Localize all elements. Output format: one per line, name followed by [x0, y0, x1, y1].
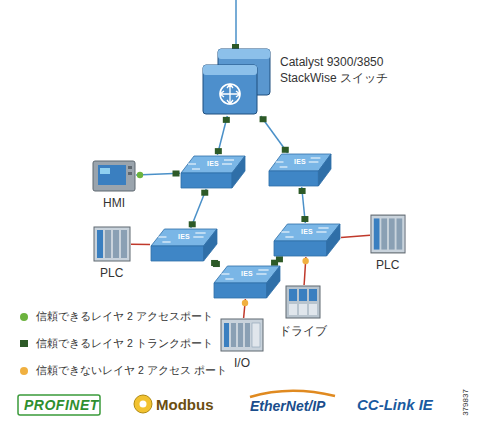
stack-switch: Catalyst 9300/3850 StackWise スイッチ	[200, 48, 272, 116]
cclink-logo: CC-Link IE	[357, 396, 433, 413]
ies-switch: IES	[273, 223, 341, 257]
plc-device-icon	[93, 226, 131, 262]
legend-swatch	[20, 340, 28, 347]
untrusted-port	[302, 258, 308, 264]
io-device-icon	[220, 318, 264, 352]
ies-switch: IES	[180, 155, 246, 189]
trunk-port	[260, 116, 267, 122]
plc-device: PLC	[93, 226, 131, 262]
hmi-device: HMI	[92, 160, 136, 192]
device-name: I/O	[234, 356, 250, 370]
network-link	[271, 256, 283, 265]
ethernetip-logo: EtherNet/IP	[250, 398, 325, 414]
figure-number: 379837	[461, 389, 470, 416]
legend-swatch	[20, 367, 28, 375]
legend-text: 信頼できるレイヤ 2 トランクポート	[36, 337, 213, 351]
device-name: ドライブ	[279, 323, 327, 340]
modbus-logo: Modbus	[156, 396, 214, 413]
hmi-device-icon	[92, 160, 136, 192]
trunk-port	[271, 260, 278, 266]
profinet-logo-box	[18, 395, 100, 415]
switch-label: IES	[273, 228, 341, 235]
legend-text: 信頼できるレイヤ 2 アクセスポート	[36, 310, 213, 324]
device-name: PLC	[100, 266, 123, 280]
switch-name: Catalyst 9300/3850 StackWise スイッチ	[280, 54, 412, 86]
trunk-port	[173, 170, 180, 176]
network-link	[341, 235, 370, 237]
access-port	[137, 172, 143, 178]
io-device: I/O	[220, 318, 264, 352]
network-link	[211, 260, 220, 267]
network-link	[299, 187, 309, 223]
network-link	[189, 189, 209, 228]
drive-device-icon	[285, 285, 321, 319]
device-name: HMI	[103, 196, 125, 210]
modbus-logo-mark	[134, 395, 152, 413]
uplink-line	[235, 0, 237, 48]
trunk-port	[215, 148, 222, 154]
link-line	[131, 244, 150, 246]
plc-device-icon	[370, 214, 406, 254]
ies-switch: IES	[150, 228, 218, 262]
device-name: PLC	[376, 258, 399, 272]
trunk-port	[201, 190, 208, 196]
network-link	[302, 257, 308, 285]
network-link	[242, 299, 248, 318]
profinet-logo: PROFINET	[24, 397, 99, 413]
network-link	[131, 244, 150, 245]
switch-label: IES	[180, 160, 246, 167]
ies-switch: IES	[268, 153, 332, 187]
trunk-port	[211, 260, 218, 266]
untrusted-port	[242, 300, 248, 306]
trunk-port	[223, 117, 230, 123]
network-link	[136, 170, 180, 178]
legend-swatch	[20, 313, 28, 321]
trunk-port	[282, 147, 289, 153]
link-line	[271, 257, 282, 265]
network-link	[215, 116, 230, 155]
trunk-port	[189, 221, 196, 227]
link-line	[341, 235, 370, 237]
switch-label: IES	[213, 270, 281, 277]
switch-label: IES	[150, 233, 218, 240]
drive-device: ドライブ	[285, 285, 321, 319]
trunk-port	[299, 188, 306, 194]
stack-switch-icon	[200, 48, 272, 116]
switch-label: IES	[268, 158, 332, 165]
ies-switch: IES	[213, 265, 281, 299]
trunk-port	[301, 216, 308, 222]
plc-device: PLC	[370, 214, 406, 254]
ethernetip-logo-mark	[250, 391, 335, 397]
legend-text: 信頼できないレイヤ 2 アクセス ポート	[36, 364, 227, 378]
network-link	[260, 116, 289, 153]
